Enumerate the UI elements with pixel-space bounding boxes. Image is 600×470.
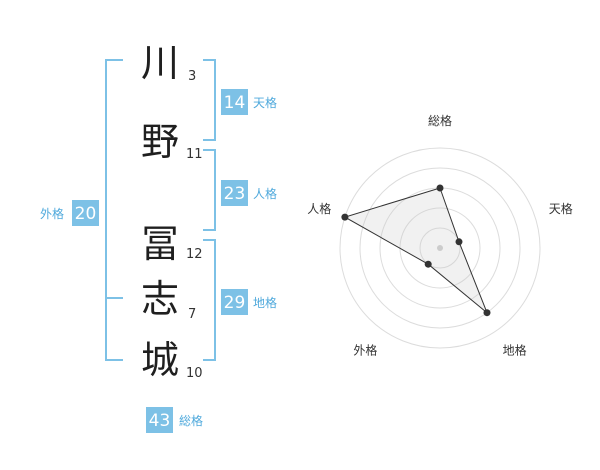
stroke-count-1: 3 <box>188 69 196 84</box>
gaikaku-badge <box>72 200 99 226</box>
name-char-4: 志 <box>141 277 179 321</box>
soukaku-badge <box>146 407 173 433</box>
chikaku-bracket <box>203 239 216 361</box>
jinkaku-badge <box>221 180 248 206</box>
chikaku-badge <box>221 289 248 315</box>
gaikaku-label: 外格 <box>40 206 64 221</box>
soukaku-label: 総格 <box>179 413 203 428</box>
name-char-1: 川 <box>141 41 179 85</box>
radar-center-point <box>437 245 443 251</box>
name-char-5: 城 <box>141 338 179 382</box>
radar-ring-1 <box>419 227 461 269</box>
radar-point-0 <box>436 184 444 192</box>
radar-point-2 <box>483 309 491 317</box>
gaikaku-bracket <box>105 59 123 361</box>
stroke-count-3: 12 <box>186 247 203 262</box>
radar-axis-label-3: 外格 <box>353 343 377 358</box>
radar-rings <box>339 147 541 349</box>
jinkaku-value: 23 <box>224 184 246 204</box>
tenkaku-bracket <box>203 59 216 141</box>
radar-data <box>341 184 491 317</box>
chikaku-value: 29 <box>224 293 246 313</box>
gaikaku-value: 20 <box>75 204 97 224</box>
stroke-count-2: 11 <box>186 147 203 162</box>
soukaku-value: 43 <box>149 411 171 431</box>
radar-ring-5 <box>339 147 541 349</box>
stroke-count-5: 10 <box>186 366 203 381</box>
tenkaku-label: 天格 <box>253 95 277 110</box>
radar-axis-label-1: 天格 <box>549 201 573 216</box>
radar-series-area <box>343 187 488 314</box>
radar-point-3 <box>424 260 432 268</box>
jinkaku-bracket <box>203 149 216 231</box>
radar-axis-label-0: 総格 <box>428 113 452 128</box>
name-char-2: 野 <box>141 120 179 164</box>
tenkaku-value: 14 <box>224 93 246 113</box>
tenkaku-badge <box>221 89 248 115</box>
chikaku-label: 地格 <box>253 295 277 310</box>
jinkaku-label: 人格 <box>253 186 277 201</box>
radar-axis-label-4: 人格 <box>307 201 331 216</box>
stroke-count-4: 7 <box>188 307 196 322</box>
radar-point-4 <box>341 213 349 221</box>
radar-point-1 <box>455 238 463 246</box>
name-char-3: 冨 <box>141 222 179 266</box>
radar-axis-label-2: 地格 <box>503 343 527 358</box>
radar-ring-4 <box>359 167 521 329</box>
